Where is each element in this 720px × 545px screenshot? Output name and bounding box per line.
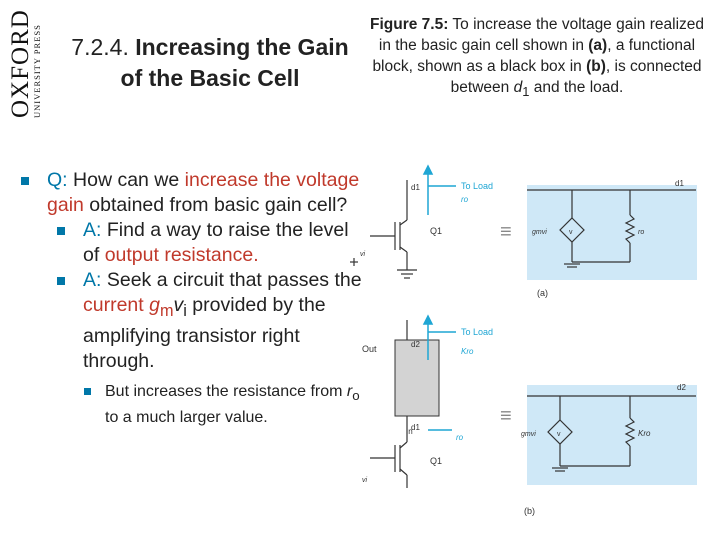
- a1-text-1: Find a way to raise the level of: [83, 219, 349, 266]
- circuit-b: [370, 320, 408, 488]
- d1-label-a2: d1: [675, 179, 684, 188]
- kro-label-b: Kro: [461, 347, 474, 356]
- bullet-list: Q: How can we increase the voltage gain …: [20, 168, 365, 429]
- in-label: In: [406, 427, 413, 436]
- bullet-square-icon: [57, 277, 65, 285]
- d1-label-a: d1: [411, 183, 420, 192]
- a2-text-1: Seek a circuit that passes the: [101, 269, 362, 291]
- gm-vi-label-b: gmvi: [521, 431, 536, 438]
- figure-caption: Figure 7.5: To increase the voltage gain…: [367, 14, 707, 102]
- panel-a: [527, 185, 697, 280]
- equiv-sign-b: ≡: [500, 405, 512, 427]
- to-load-arrow-a: [422, 164, 456, 215]
- panel-b: [527, 385, 697, 485]
- bullet-square-icon: [21, 177, 29, 185]
- out-label: Out: [362, 344, 377, 354]
- caption-d1: d: [513, 79, 523, 96]
- q1-label-b: Q1: [430, 456, 442, 466]
- d2-label-b: d2: [411, 340, 420, 349]
- q-highlight: increase the voltage gain: [47, 169, 360, 216]
- a2-gm: g: [149, 294, 160, 316]
- a2-gm-sub: m: [159, 301, 174, 320]
- circuit-figure: To Load ro d1 Q1 vi ≡ gmvi v ro d1 (a): [340, 160, 720, 540]
- a1-label: A:: [83, 219, 102, 241]
- caption-ref-a: (a): [588, 37, 608, 54]
- caption-text-4: and the load.: [529, 79, 624, 96]
- section-number: 7.2.4.: [71, 34, 129, 60]
- bullet-square-icon: [57, 227, 65, 235]
- a2-label: A:: [83, 269, 102, 291]
- ro-label-a2: ro: [638, 229, 644, 236]
- bullet-question: Q: How can we increase the voltage gain …: [20, 168, 365, 218]
- logo-sub-text: UNIVERSITY PRESS: [32, 24, 42, 118]
- logo-main-text: OXFORD: [7, 9, 34, 118]
- d2-label-b2: d2: [677, 383, 686, 392]
- caption-text-3: , is connected between: [450, 58, 702, 96]
- fig-b-label: (b): [524, 506, 535, 516]
- a2-v-sub: i: [183, 301, 187, 320]
- equiv-sign-a: ≡: [500, 221, 512, 243]
- q-text-1: How can we: [67, 169, 185, 191]
- sub-text-2: to a much larger value.: [105, 409, 268, 427]
- equiv-circuit-a: [527, 189, 696, 268]
- sub-r-sub: o: [352, 388, 360, 404]
- kro-label-b2: Kro: [638, 429, 651, 438]
- circuit-a: [350, 180, 417, 279]
- bullet-subpoint: But increases the resistance from ro to …: [83, 381, 365, 429]
- a2-text-2: provided by the amplifying transistor ri…: [83, 294, 326, 372]
- bullet-answer-2: A: Seek a circuit that passes the curren…: [56, 268, 365, 374]
- vi-label-b: vi: [362, 477, 368, 484]
- to-load-arrow-b: [422, 314, 456, 431]
- sub-r: r: [346, 382, 353, 400]
- ro-label-b: ro: [456, 433, 464, 442]
- vi-label-a: vi: [360, 251, 366, 258]
- section-title: 7.2.4. Increasing the Gain of the Basic …: [70, 32, 350, 94]
- q1-label-a: Q1: [430, 226, 442, 236]
- to-load-label-a: To Load: [461, 181, 493, 191]
- v-label-b: v: [557, 431, 561, 438]
- caption-text-2: , a functional block, shown as a black b…: [372, 37, 696, 75]
- bullet-square-icon: [84, 387, 91, 395]
- ro-label-a: ro: [461, 195, 469, 204]
- a2-v: v: [173, 294, 184, 316]
- q-label: Q:: [47, 169, 68, 191]
- equiv-circuit-b: [527, 395, 696, 472]
- v-label-a: v: [569, 229, 573, 236]
- a1-highlight: output resistance.: [104, 244, 259, 266]
- caption-text-1: To increase the voltage gain realized in…: [378, 16, 705, 54]
- section-heading: Increasing the Gain of the Basic Cell: [120, 34, 349, 91]
- caption-d1-sub: 1: [522, 84, 530, 100]
- caption-ref-b: (b): [586, 58, 606, 75]
- oxford-logo: OXFORD UNIVERSITY PRESS: [0, 0, 46, 126]
- a2-highlight: current: [83, 294, 150, 316]
- sub-text-1: But increases the resistance from: [105, 382, 347, 400]
- circuit-svg: To Load ro d1 Q1 vi ≡ gmvi v ro d1 (a): [350, 164, 697, 516]
- q-text-2: obtained from basic gain cell?: [83, 194, 348, 216]
- functional-block: [394, 339, 440, 417]
- caption-label: Figure 7.5:: [369, 16, 449, 33]
- to-load-label-b: To Load: [461, 327, 493, 337]
- fig-a-label: (a): [537, 288, 548, 298]
- d1-label-b: d1: [411, 423, 420, 432]
- gm-vi-label-a: gmvi: [532, 229, 547, 236]
- bullet-answer-1: A: Find a way to raise the level of outp…: [56, 218, 365, 268]
